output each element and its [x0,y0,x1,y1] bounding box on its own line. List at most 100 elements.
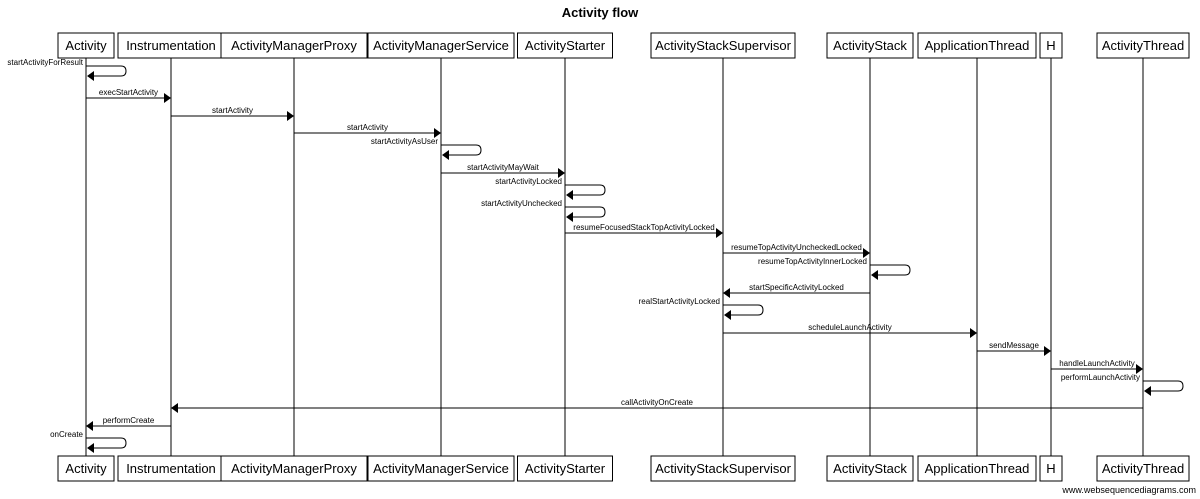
participant-label: ActivityStack [833,38,907,53]
participant-box [367,455,515,482]
participant-label: ActivityStackSupervisor [655,461,791,476]
participant-ams-bottom: ActivityManagerService [367,455,515,482]
message-label: realStartActivityLocked [639,297,720,306]
participant-label: ActivityStarter [525,461,606,476]
arrow-head-icon [164,93,171,103]
message-label: sendMessage [989,341,1039,350]
arrow-head-icon [863,248,870,258]
arrow-head-icon [287,111,294,121]
participant-instrumentation-top: Instrumentation [117,32,225,59]
participant-ams-top: ActivityManagerService [367,32,515,59]
participant-label: ActivityManagerService [373,38,509,53]
participant-activity-bottom: Activity [57,455,115,482]
message-13: scheduleLaunchActivity [723,323,977,338]
message-15: handleLaunchActivity [1051,359,1143,374]
participant-label: ActivityThread [1102,461,1184,476]
message-label: resumeFocusedStackTopActivityLocked [573,223,714,232]
participant-box [367,32,515,59]
participant-label: ActivityThread [1102,38,1184,53]
participant-label: ActivityManagerProxy [231,38,357,53]
participant-label: ActivityStarter [525,38,606,53]
message-label: startActivityLocked [495,177,562,186]
participant-box [1096,455,1190,482]
participant-box [917,455,1037,482]
participant-box [220,455,368,482]
participant-amp-top: ActivityManagerProxy [220,32,368,59]
participant-boxes: ActivityActivityInstrumentationInstrumen… [57,32,1190,482]
message-label: startSpecificActivityLocked [749,283,844,292]
messages: startActivityForResult execStartActivity s… [7,58,1184,453]
message-8: resumeFocusedStackTopActivityLocked [565,223,723,238]
message-19: onCreate [50,430,127,453]
message-7: startActivityUnchecked [481,199,606,222]
self-message-arrow [86,437,127,449]
participant-box [826,32,914,59]
participant-label: Activity [65,38,107,53]
self-message-arrow [870,264,911,276]
participant-box [57,32,115,59]
participant-box [917,32,1037,59]
participant-box [117,32,225,59]
self-message-arrow [723,304,764,316]
participant-h-top: H [1039,32,1063,59]
self-message-arrow [441,144,482,156]
participant-stack-top: ActivityStack [826,32,914,59]
participant-box [1039,32,1063,59]
message-17: callActivityOnCreate [171,398,1143,413]
message-2: startActivity [171,106,294,121]
message-10: resumeTopActivityInnerLocked [758,257,911,280]
message-5: startActivityMayWait [441,163,565,178]
self-message-arrow [565,184,606,196]
participant-box [650,455,796,482]
participant-box [1039,455,1063,482]
participant-instrumentation-bottom: Instrumentation [117,455,225,482]
message-label: scheduleLaunchActivity [808,323,892,332]
lifelines [85,58,1144,456]
participant-box [517,32,613,59]
participant-amp-bottom: ActivityManagerProxy [220,455,368,482]
message-16: performLaunchActivity [1061,373,1184,396]
arrow-head-icon [87,443,94,453]
message-label: handleLaunchActivity [1059,359,1135,368]
arrow-head-icon [723,288,730,298]
message-label: startActivityMayWait [467,163,539,172]
message-label: onCreate [50,430,83,439]
arrow-head-icon [566,212,573,222]
arrow-head-icon [1136,364,1143,374]
arrow-head-icon [871,270,878,280]
message-9: resumeTopActivityUncheckedLocked [723,243,870,258]
participant-appthread-bottom: ApplicationThread [917,455,1037,482]
participant-label: Activity [65,461,107,476]
message-label: resumeTopActivityUncheckedLocked [731,243,862,252]
message-label: execStartActivity [99,88,158,97]
participant-box [220,32,368,59]
message-label: performLaunchActivity [1061,373,1140,382]
message-label: startActivityAsUser [371,137,438,146]
participant-box [650,32,796,59]
message-6: startActivityLocked [495,177,606,200]
arrow-head-icon [558,168,565,178]
message-0: startActivityForResult [7,58,127,81]
participant-activitythread-bottom: ActivityThread [1096,455,1190,482]
message-12: realStartActivityLocked [639,297,764,320]
participant-label: ActivityStack [833,461,907,476]
message-label: resumeTopActivityInnerLocked [758,257,867,266]
arrow-head-icon [1044,346,1051,356]
message-1: execStartActivity [86,88,171,103]
participant-starter-top: ActivityStarter [517,32,613,59]
message-11: startSpecificActivityLocked [723,283,870,298]
message-label: startActivity [347,123,388,132]
participant-label: H [1046,461,1055,476]
arrow-head-icon [87,71,94,81]
message-label: callActivityOnCreate [621,398,694,407]
arrow-head-icon [566,190,573,200]
participant-label: ApplicationThread [925,461,1030,476]
message-label: startActivityForResult [7,58,83,67]
arrow-head-icon [86,421,93,431]
watermark-text: www.websequencediagrams.com [1061,485,1196,495]
arrow-head-icon [1144,386,1151,396]
participant-activity-top: Activity [57,32,115,59]
arrow-head-icon [716,228,723,238]
message-18: performCreate [86,416,171,431]
participant-starter-bottom: ActivityStarter [517,455,613,482]
